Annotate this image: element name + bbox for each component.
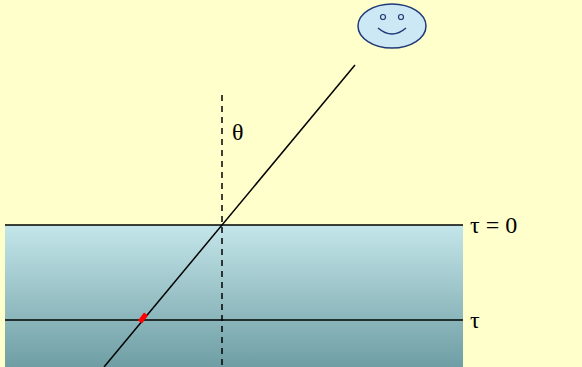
emitting-element	[140, 314, 146, 322]
atmosphere-slab	[5, 225, 463, 367]
normal-line	[221, 95, 223, 367]
surface-depth-label: τ = 0	[470, 213, 517, 237]
depth-line	[5, 319, 463, 321]
angle-label: θ	[232, 120, 244, 144]
ray-line	[104, 65, 355, 367]
surface-line	[5, 224, 463, 226]
depth-label: τ	[470, 308, 480, 332]
observer-face	[358, 4, 426, 48]
